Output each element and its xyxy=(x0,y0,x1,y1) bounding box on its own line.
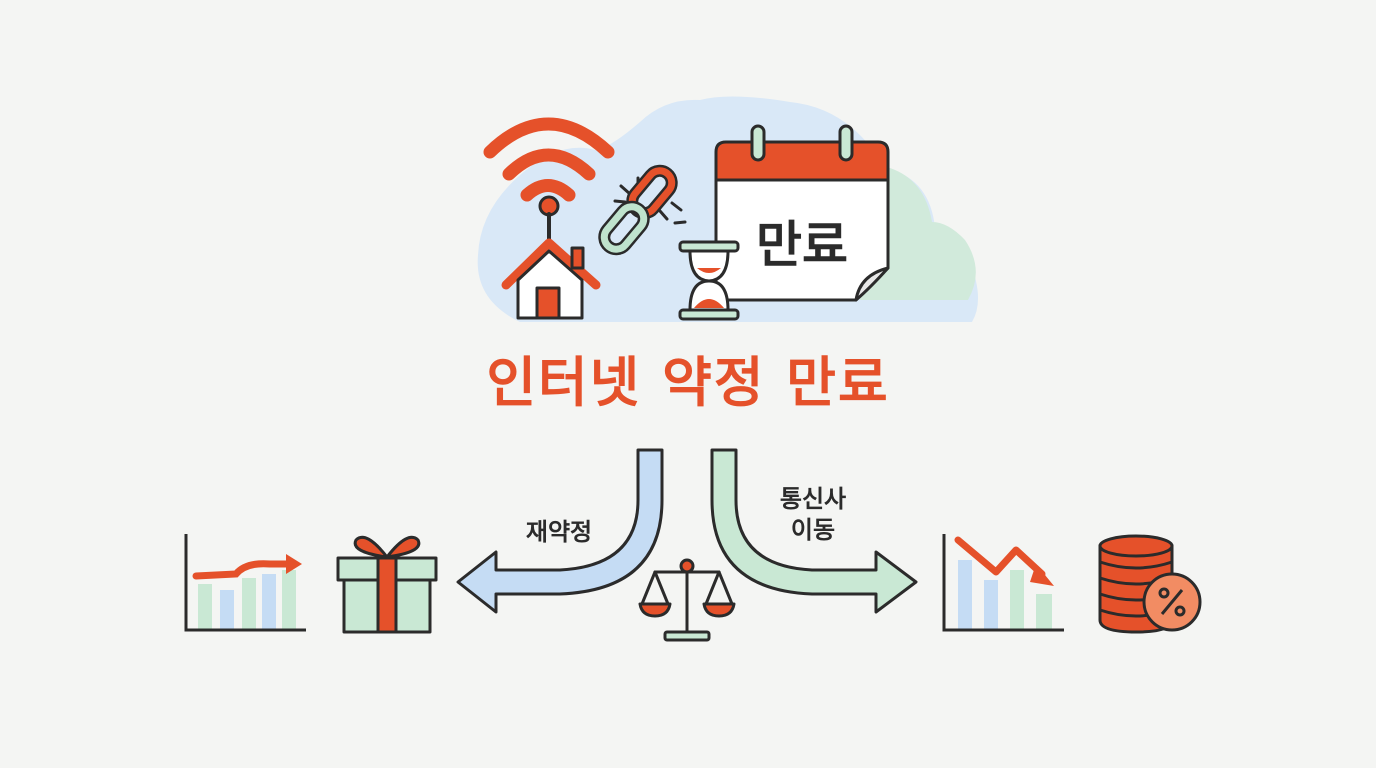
broken-chain-icon xyxy=(598,164,687,256)
coin-percent-icon xyxy=(1098,534,1202,634)
switch-carrier-label: 통신사 이동 xyxy=(748,484,878,546)
switch-carrier-arrow xyxy=(710,448,918,614)
wifi-house-icon xyxy=(483,117,615,320)
rising-chart-icon xyxy=(184,534,306,632)
calendar-icon xyxy=(714,124,890,302)
recontract-label: 재약정 xyxy=(525,518,593,546)
scale-icon xyxy=(638,558,736,642)
main-title: 인터넷 약정 만료 xyxy=(486,351,890,414)
falling-chart-icon xyxy=(942,534,1064,632)
hourglass-icon xyxy=(678,240,740,321)
calendar-text: 만료 xyxy=(756,216,848,274)
recontract-arrow xyxy=(456,448,664,614)
gift-icon xyxy=(336,535,438,634)
switch-carrier-label-line1: 통신사 xyxy=(779,485,847,513)
switch-carrier-label-line2: 이동 xyxy=(790,516,836,544)
